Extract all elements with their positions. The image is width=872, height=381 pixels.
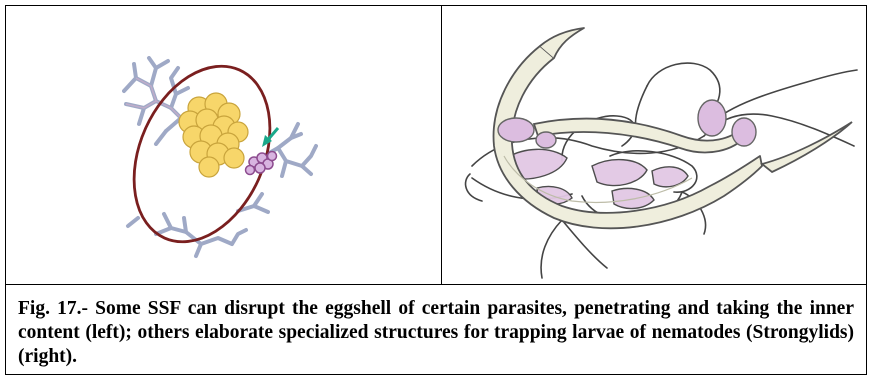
- egg-content-cells: [179, 93, 248, 177]
- figure-table: Fig. 17.- Some SSF can disrupt the eggsh…: [5, 5, 867, 375]
- figure-caption: Fig. 17.- Some SSF can disrupt the eggsh…: [6, 285, 866, 369]
- left-panel-illustration: [6, 6, 442, 284]
- penetrating-hyphae-clump: [246, 152, 277, 175]
- nematode-larva-crossing: [534, 119, 852, 172]
- egg-hyphae-drawing: [6, 6, 442, 284]
- larva-trap-drawing: [442, 6, 866, 284]
- caption-cell: Fig. 17.- Some SSF can disrupt the eggsh…: [6, 284, 866, 374]
- right-panel-illustration: [442, 6, 866, 284]
